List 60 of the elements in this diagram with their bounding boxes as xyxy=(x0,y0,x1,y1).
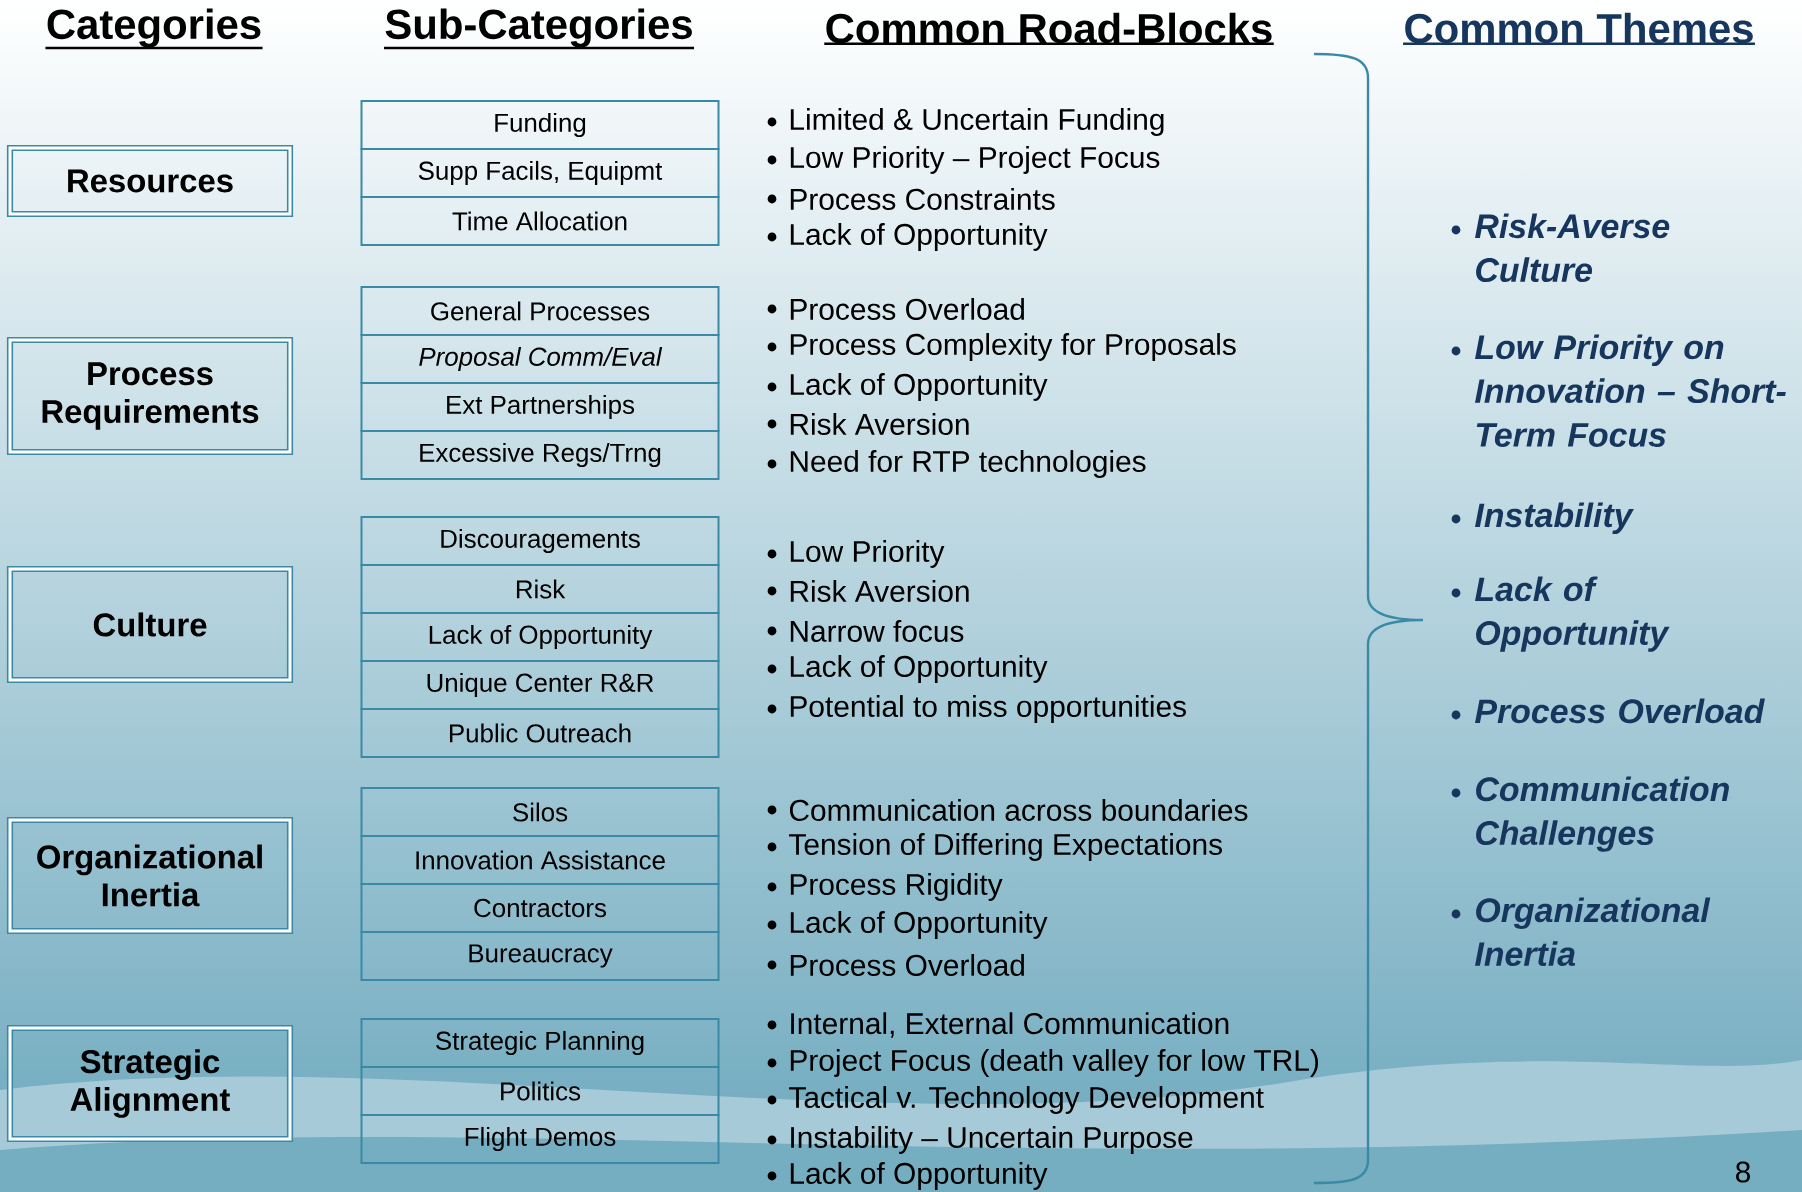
road-block-item: Need for RTP technologies xyxy=(790,450,1146,478)
road-block-item: Risk Aversion xyxy=(790,413,969,435)
subcategory-box: Innovation Assistance xyxy=(360,835,720,885)
column-heading: Sub-Categories xyxy=(384,8,694,50)
theme-item: Low Priority on Innovation – Short-Term Focus xyxy=(1475,334,1786,447)
theme-item: Communication Challenges xyxy=(1476,776,1729,852)
subcategory-box: Lack of Opportunity xyxy=(360,612,720,662)
road-block-item: Risk Aversion xyxy=(790,580,969,602)
road-block-item: Communication across boundaries xyxy=(789,799,1248,821)
road-block-item: Limited & Uncertain Funding xyxy=(790,108,1164,136)
theme-item: Instability xyxy=(1475,502,1634,534)
road-block-item: Internal, External Communication xyxy=(791,1012,1229,1038)
category-box: Process Requirements xyxy=(6,336,294,456)
subcategory-box: Discouragements xyxy=(360,516,720,566)
road-block-item: Lack of Opportunity xyxy=(790,223,1048,251)
page-number: 8 xyxy=(1736,1161,1750,1183)
category-box: Resources xyxy=(6,144,294,218)
road-block-item: Lack of Opportunity xyxy=(790,1162,1048,1190)
column-heading: Categories xyxy=(45,8,263,50)
theme-item: Organizational Inertia xyxy=(1475,897,1711,967)
road-block-item: Low Priority xyxy=(790,540,945,568)
subcategory-box: Contractors xyxy=(360,883,720,933)
road-block-item: Process Rigidity xyxy=(790,873,1003,901)
column-heading: Common Themes xyxy=(1403,12,1755,45)
column-heading: Common Road-Blocks xyxy=(824,12,1274,45)
subcategory-box: Bureaucracy xyxy=(360,931,720,981)
subcategory-box: General Processes xyxy=(360,286,720,336)
road-block-item: Lack of Opportunity xyxy=(790,373,1048,401)
road-block-item: Lack of Opportunity xyxy=(790,655,1048,683)
road-block-item: Process Overload xyxy=(790,954,1024,976)
road-block-item: Process Constraints xyxy=(790,188,1055,210)
subcategory-box: Ext Partnerships xyxy=(360,382,720,432)
road-block-item: Project Focus (death valley for low TRL) xyxy=(790,1049,1318,1077)
subcategory-box: Politics xyxy=(360,1066,720,1116)
theme-item: Risk-Averse Culture xyxy=(1475,213,1670,283)
road-block-item: Tactical v. Technology Development xyxy=(789,1086,1264,1114)
subcategory-box: Excessive Regs/Trng xyxy=(360,430,720,480)
road-block-item: Low Priority – Project Focus xyxy=(790,146,1160,174)
theme-item: Process Overload xyxy=(1475,698,1765,724)
category-box: Culture xyxy=(6,565,294,684)
road-block-item: Potential to miss opportunities xyxy=(790,695,1186,723)
subcategory-box: Strategic Planning xyxy=(360,1018,720,1068)
subcategory-box: Public Outreach xyxy=(360,708,720,758)
subcategory-box: Risk xyxy=(360,564,720,614)
road-block-item: Process Complexity for Proposals xyxy=(790,333,1236,361)
subcategory-box: Time Allocation xyxy=(360,196,720,246)
subcategory-box: Flight Demos xyxy=(360,1114,720,1164)
subcategory-box: Unique Center R&R xyxy=(360,660,720,710)
category-box: Strategic Alignment xyxy=(6,1024,294,1143)
road-block-item: Instability – Uncertain Purpose xyxy=(791,1126,1193,1154)
road-block-item: Tension of Differing Expectations xyxy=(789,833,1222,861)
category-box: Organizational Inertia xyxy=(6,816,294,935)
subcategory-box: Proposal Comm/Eval xyxy=(360,334,720,384)
road-block-item: Process Overload xyxy=(790,298,1024,320)
theme-item: Lack of Opportunity xyxy=(1475,576,1670,652)
subcategory-box: Funding xyxy=(360,100,720,150)
subcategory-box: Supp Facils, Equipmt xyxy=(360,148,720,198)
subcategory-box: Silos xyxy=(360,787,720,837)
road-block-item: Narrow focus xyxy=(790,620,964,642)
road-block-item: Lack of Opportunity xyxy=(790,911,1048,939)
